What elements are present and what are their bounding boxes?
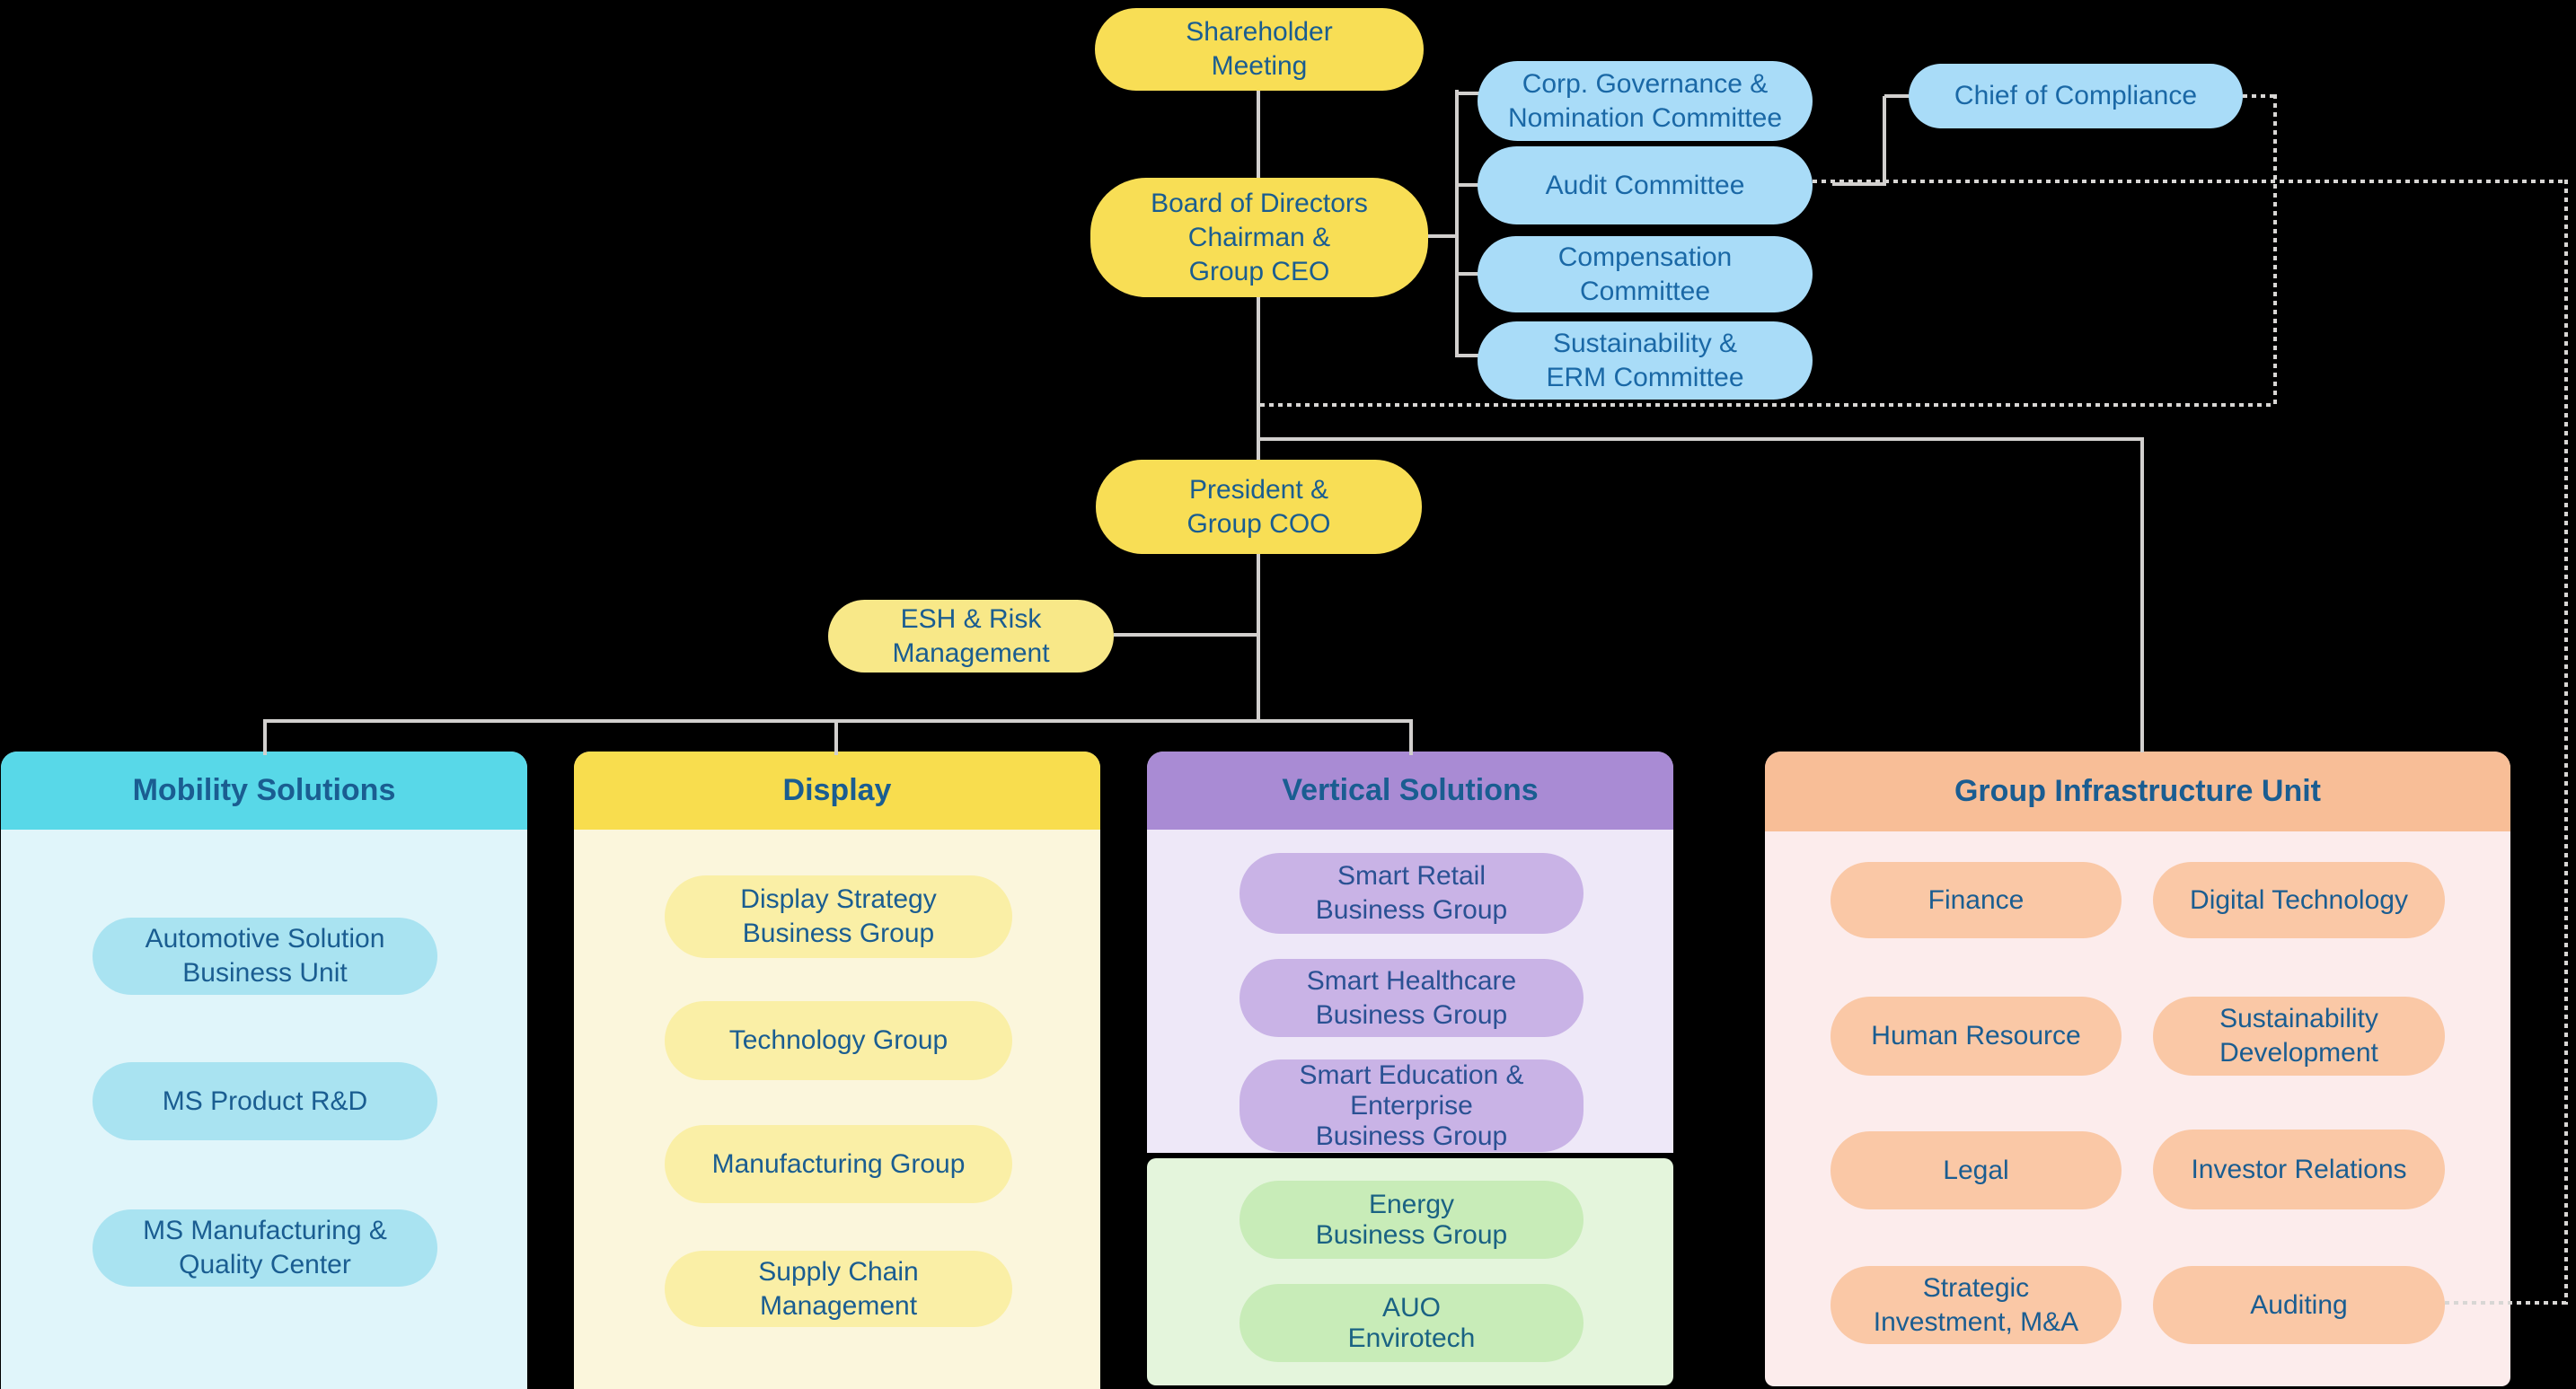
- node-committee-sustainability-erm: Sustainability & ERM Committee: [1478, 321, 1813, 400]
- node-digital-technology: Digital Technology: [2153, 862, 2445, 938]
- connector-dotted-chief-down: [2273, 94, 2277, 407]
- connector-stub-audit: [1457, 183, 1479, 187]
- connector-dotted-to-auditing: [2445, 1301, 2566, 1305]
- node-smart-education-enterprise-business-group: Smart Education & Enterprise Business Gr…: [1239, 1059, 1584, 1152]
- connector-drop-display: [834, 719, 838, 755]
- connector-shareholder-board: [1257, 91, 1260, 178]
- connector-board-president: [1257, 297, 1260, 460]
- connector-audit-chief-3: [1884, 94, 1910, 98]
- node-smart-retail-business-group: Smart Retail Business Group: [1239, 853, 1584, 934]
- connector-drop-vertical: [1409, 719, 1413, 755]
- connector-audit-chief-2: [1883, 96, 1886, 186]
- column-header-group-infrastructure-unit: Group Infrastructure Unit: [1765, 752, 2510, 831]
- node-president-group-coo: President & Group COO: [1096, 460, 1422, 554]
- node-auo-envirotech: AUO Envirotech: [1239, 1284, 1584, 1362]
- connector-dotted-audit-to-right-edge: [1813, 180, 2566, 183]
- connector-committee-bracket: [1455, 90, 1459, 357]
- node-supply-chain-management: Supply Chain Management: [665, 1251, 1012, 1327]
- node-finance: Finance: [1831, 862, 2122, 938]
- node-manufacturing-group: Manufacturing Group: [665, 1125, 1012, 1203]
- node-display-strategy-business-group: Display Strategy Business Group: [665, 875, 1012, 958]
- node-esh-risk-management: ESH & Risk Management: [828, 600, 1114, 673]
- connector-drop-giu: [2140, 437, 2144, 752]
- connector-stub-compensation: [1457, 272, 1479, 276]
- node-chief-of-compliance: Chief of Compliance: [1909, 64, 2243, 128]
- node-auditing: Auditing: [2153, 1266, 2445, 1344]
- node-sustainability-development: Sustainability Development: [2153, 997, 2445, 1076]
- node-legal: Legal: [1831, 1131, 2122, 1209]
- connector-stub-corp-governance: [1457, 92, 1479, 95]
- node-board-of-directors: Board of Directors Chairman & Group CEO: [1090, 178, 1428, 297]
- connector-dotted-chief-to-mainline: [1260, 403, 2275, 407]
- connector-president-branch: [1257, 554, 1260, 721]
- node-smart-healthcare-business-group: Smart Healthcare Business Group: [1239, 959, 1584, 1037]
- node-energy-business-group: Energy Business Group: [1239, 1181, 1584, 1259]
- node-committee-compensation: Compensation Committee: [1478, 236, 1813, 312]
- node-automotive-solution-business-unit: Automotive Solution Business Unit: [93, 918, 437, 995]
- connector-branch-horizontal: [263, 719, 1413, 723]
- node-ms-manufacturing-quality-center: MS Manufacturing & Quality Center: [93, 1209, 437, 1287]
- connector-board-bracket: [1428, 234, 1457, 238]
- column-header-mobility-solutions: Mobility Solutions: [1, 752, 527, 830]
- node-human-resource: Human Resource: [1831, 997, 2122, 1076]
- connector-drop-mobility: [263, 719, 267, 755]
- connector-giu-horizontal: [1257, 437, 2144, 441]
- node-committee-audit: Audit Committee: [1478, 146, 1813, 224]
- connector-dotted-chief-out: [2243, 94, 2275, 98]
- connector-esh: [1114, 633, 1257, 637]
- node-technology-group: Technology Group: [665, 1001, 1012, 1080]
- node-shareholder-meeting: Shareholder Meeting: [1095, 8, 1424, 91]
- connector-stub-sustainability: [1457, 354, 1479, 357]
- column-header-display: Display: [574, 752, 1100, 830]
- node-strategic-investment-ma: Strategic Investment, M&A: [1831, 1266, 2122, 1344]
- node-investor-relations: Investor Relations: [2153, 1130, 2445, 1209]
- connector-dotted-right-edge-down: [2564, 180, 2568, 1305]
- column-header-vertical-solutions: Vertical Solutions: [1147, 752, 1673, 830]
- connector-audit-chief-1: [1832, 182, 1884, 186]
- node-ms-product-rd: MS Product R&D: [93, 1062, 437, 1140]
- node-committee-corp-governance-nomination: Corp. Governance & Nomination Committee: [1478, 61, 1813, 141]
